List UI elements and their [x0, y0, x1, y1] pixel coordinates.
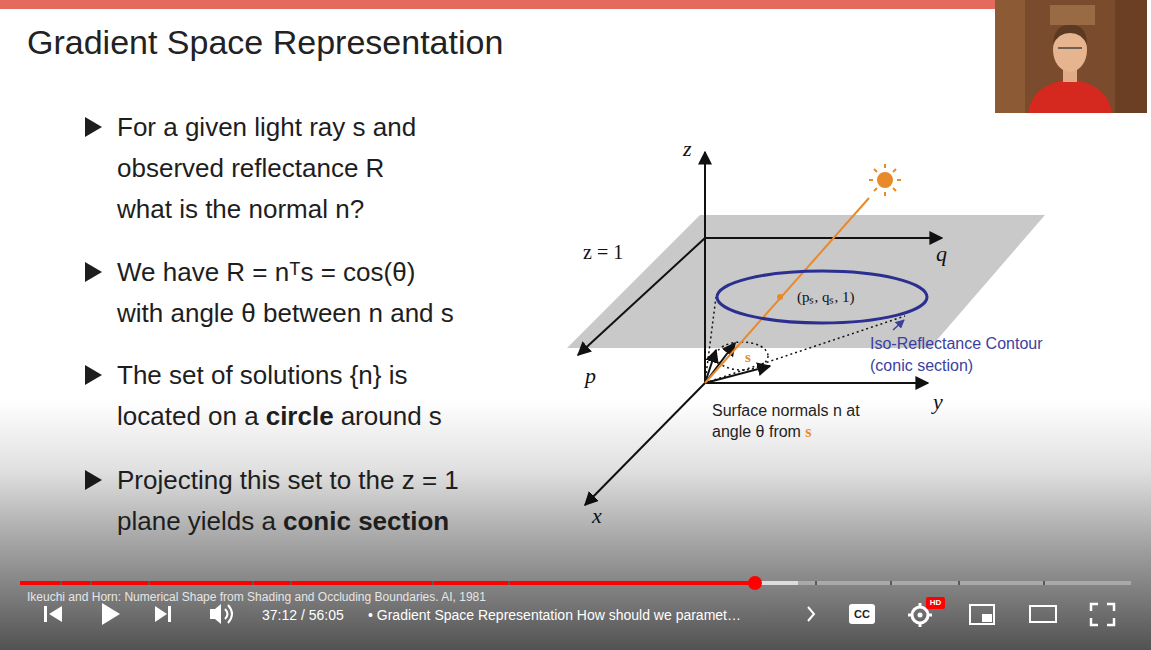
vector-name: s — [745, 349, 751, 365]
cc-button — [849, 604, 875, 624]
bullet-text: around s — [341, 401, 442, 431]
progress-track — [20, 581, 1131, 585]
text-group: We have R = nᵀs = cos(θ) with angle θ be… — [117, 252, 461, 334]
text-group: q — [936, 242, 947, 266]
text-group: CC — [854, 607, 870, 621]
chapter-title: • Gradient Space Representation How shou… — [368, 607, 741, 623]
chevron — [808, 607, 814, 621]
prev-button — [44, 606, 62, 622]
contour-label: Iso-Reflectance Contour (conic section) — [870, 335, 1043, 374]
progress-knob — [748, 576, 762, 590]
play-button — [102, 603, 120, 625]
slide-title: Gradient Space Representation — [27, 22, 503, 62]
text-group: 37:12 / 56:05 — [262, 606, 344, 624]
axis-label: p — [585, 363, 596, 388]
fullscreen-button — [1091, 604, 1114, 625]
text-group: p — [585, 364, 596, 388]
text-group: The set of solutions {n} is located on a… — [117, 355, 467, 437]
text-group: For a given light ray s and observed ref… — [117, 107, 427, 230]
text-group: • Gradient Space Representation How shou… — [368, 606, 741, 624]
text-group: Projecting this set to the z = 1 plane y… — [117, 460, 492, 542]
time-display: 37:12 / 56:05 — [262, 607, 344, 623]
bullet-text: For a given light ray s and observed ref… — [117, 112, 416, 224]
axis-label: y — [933, 389, 943, 414]
hd-text: HD — [930, 598, 942, 607]
iso-contour-ellipse: (pₛ, qₛ, 1) — [715, 269, 929, 325]
text-group: Surface normals n at angle θ froms — [712, 400, 862, 442]
text-group: HD — [930, 598, 942, 608]
bold-term: conic section — [283, 506, 449, 536]
citation: Ikeuchi and Horn: Numerical Shape from S… — [27, 590, 486, 604]
text-group: s — [745, 349, 751, 366]
normals-caption: Surface normals n at angle θ from — [712, 402, 860, 440]
bullet-text: We have R = nᵀs = cos(θ) with angle θ be… — [117, 257, 454, 328]
volume-button — [210, 604, 232, 624]
axis-label: x — [592, 503, 602, 528]
hd-badge — [926, 597, 945, 609]
next-button — [155, 606, 171, 622]
text-group: Ikeuchi and Horn: Numerical Shape from S… — [27, 590, 486, 604]
miniplayer-button — [970, 605, 994, 624]
text-group: z = 1 — [583, 240, 623, 264]
text-group: Iso-Reflectance Contour (conic section) — [870, 333, 1050, 377]
text-group: x — [592, 504, 602, 528]
axis-label: z — [683, 136, 692, 161]
text-group: z — [683, 137, 692, 161]
progress-played — [20, 581, 755, 585]
bold-term: circle — [266, 401, 334, 431]
axis-label: q — [936, 241, 947, 266]
cc-text: CC — [854, 608, 870, 620]
point-label: (pₛ, qₛ, 1) — [795, 288, 857, 306]
text-group: y — [933, 390, 943, 414]
plane-label: z = 1 — [583, 241, 623, 263]
theater-button — [1030, 606, 1056, 622]
vector-name: s — [805, 423, 811, 440]
chapter-gaps — [60, 581, 1045, 585]
